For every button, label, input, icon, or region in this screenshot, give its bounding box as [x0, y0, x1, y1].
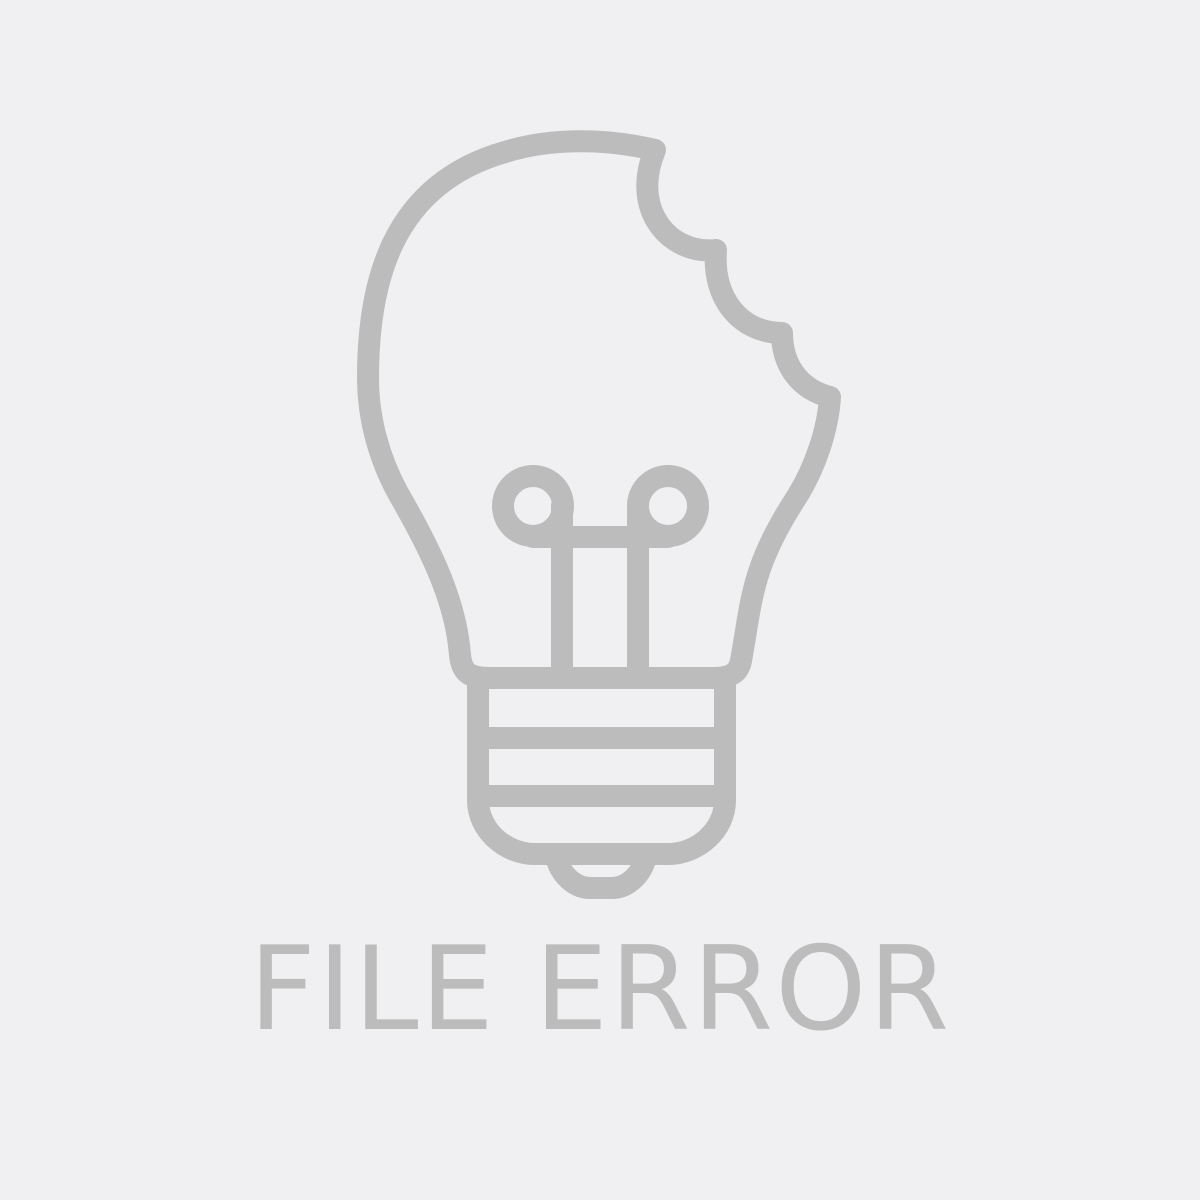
- screw-base: [467, 667, 736, 865]
- bitten-lightbulb-icon: [357, 130, 841, 899]
- contact-tip: [545, 845, 657, 899]
- bulb-glass-outline: [357, 130, 841, 689]
- error-message: FILE ERROR: [248, 922, 952, 1057]
